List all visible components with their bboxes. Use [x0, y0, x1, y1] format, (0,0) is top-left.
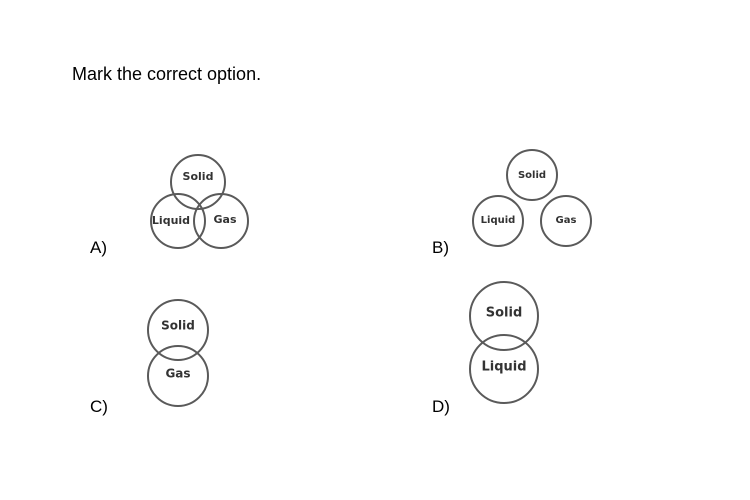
option-d-liquid-circle	[469, 334, 539, 404]
option-a-diagram[interactable]: Solid Liquid Gas	[150, 154, 249, 249]
option-b-diagram[interactable]: Solid Liquid Gas	[472, 149, 592, 247]
option-a-liquid-circle	[150, 193, 206, 249]
option-d-diagram[interactable]: Solid Liquid	[469, 281, 539, 404]
option-b-solid-label: Solid	[518, 170, 546, 181]
option-b-solid-circle	[506, 149, 558, 201]
option-d-solid-label: Solid	[486, 306, 523, 321]
option-c-label[interactable]: C)	[90, 397, 108, 416]
option-b-gas-label: Gas	[556, 215, 577, 226]
option-d-label[interactable]: D)	[432, 397, 450, 416]
option-c-gas-circle	[147, 345, 209, 407]
option-a-solid-label: Solid	[183, 170, 214, 183]
option-a-label[interactable]: A)	[90, 238, 107, 257]
option-a-gas-circle	[193, 193, 249, 249]
option-c-gas-label: Gas	[165, 367, 190, 381]
option-b-liquid-label: Liquid	[481, 215, 516, 226]
option-c-diagram[interactable]: Solid Gas	[147, 299, 209, 407]
option-c-solid-label: Solid	[161, 319, 195, 333]
option-d-liquid-label: Liquid	[481, 360, 526, 375]
option-a-gas-label: Gas	[214, 213, 237, 226]
option-c-solid-circle	[147, 299, 209, 361]
option-a-solid-circle	[170, 154, 226, 210]
option-b-liquid-circle	[472, 195, 524, 247]
option-b-gas-circle	[540, 195, 592, 247]
option-a-liquid-label: Liquid	[152, 214, 190, 227]
option-b-label[interactable]: B)	[432, 238, 449, 257]
option-d-solid-circle	[469, 281, 539, 351]
question-text: Mark the correct option.	[72, 64, 262, 84]
